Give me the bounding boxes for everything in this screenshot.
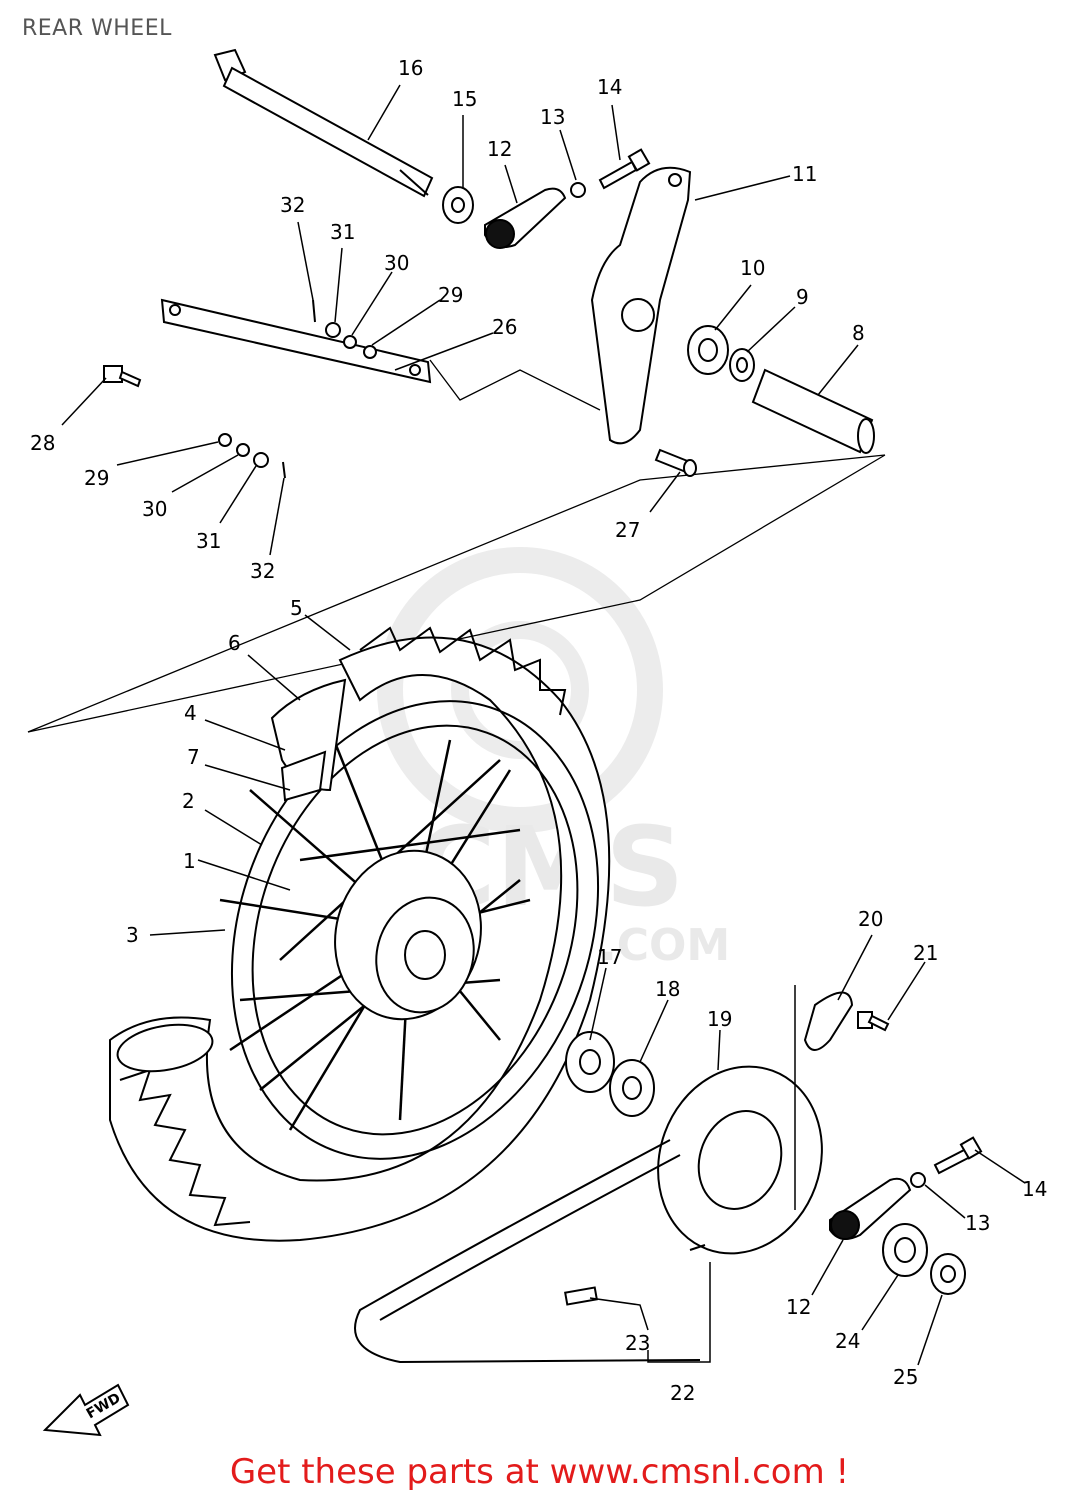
callout-labels: 16 15 12 13 14 11 32 31 30 29 26 10 9 8 … bbox=[30, 56, 1047, 1405]
valve-nut bbox=[280, 750, 327, 802]
adjuster-bolt-bottom bbox=[933, 1136, 983, 1175]
callout-8: 8 bbox=[852, 321, 865, 345]
callout-30: 30 bbox=[384, 251, 409, 275]
callout-17: 17 bbox=[597, 945, 622, 969]
page-title: REAR WHEEL bbox=[22, 16, 172, 41]
chain-joint bbox=[564, 1286, 598, 1306]
callout-4: 4 bbox=[184, 701, 197, 725]
callout-32: 32 bbox=[280, 193, 305, 217]
adjuster-nut-bottom bbox=[910, 1172, 926, 1188]
lock-washer bbox=[803, 991, 854, 1051]
drive-chain bbox=[354, 1139, 706, 1364]
callout-3: 3 bbox=[126, 923, 139, 947]
callout-15: 15 bbox=[452, 87, 477, 111]
callout-5: 5 bbox=[290, 596, 303, 620]
callout-32b: 32 bbox=[250, 559, 275, 583]
washer-top bbox=[729, 348, 755, 382]
callout-13b: 13 bbox=[965, 1211, 990, 1235]
callout-18: 18 bbox=[655, 977, 680, 1001]
adjuster-bolt-top bbox=[598, 148, 651, 190]
callout-21: 21 bbox=[913, 941, 938, 965]
torque-arm bbox=[160, 298, 432, 384]
callout-19: 19 bbox=[707, 1007, 732, 1031]
watermark-text-sub: .COM bbox=[600, 920, 730, 971]
callout-31b: 31 bbox=[196, 529, 221, 553]
callout-24: 24 bbox=[835, 1329, 860, 1353]
callout-26: 26 bbox=[492, 315, 517, 339]
axle-nut-bottom bbox=[930, 1253, 966, 1295]
bolt-27 bbox=[654, 448, 697, 477]
callout-1: 1 bbox=[183, 849, 196, 873]
callout-31: 31 bbox=[330, 220, 355, 244]
callout-14: 14 bbox=[597, 75, 622, 99]
callout-14b: 14 bbox=[1022, 1177, 1047, 1201]
fwd-arrow-icon: FWD bbox=[42, 1383, 130, 1437]
callout-16: 16 bbox=[398, 56, 423, 80]
torque-arm-bolt bbox=[103, 365, 142, 388]
bearing-top bbox=[687, 325, 729, 375]
chain-adjuster-left bbox=[484, 187, 567, 249]
callout-13: 13 bbox=[540, 105, 565, 129]
wheel-collar bbox=[882, 1223, 928, 1277]
callout-27: 27 bbox=[615, 518, 640, 542]
callout-12b: 12 bbox=[786, 1295, 811, 1319]
torque-arm-hardware bbox=[218, 299, 377, 479]
axle bbox=[213, 48, 434, 198]
collar bbox=[751, 368, 875, 454]
tube-section bbox=[116, 1023, 214, 1073]
wheel-hub bbox=[334, 849, 482, 1021]
leader-lines bbox=[61, 84, 1026, 1366]
watermark-logo: CMS .COM bbox=[377, 547, 730, 971]
callout-28: 28 bbox=[30, 431, 55, 455]
assembly-outlines bbox=[27, 359, 886, 733]
footer-link[interactable]: Get these parts at www.cmsnl.com ! bbox=[229, 1452, 850, 1492]
sprocket-bolt bbox=[857, 1011, 890, 1032]
callout-9: 9 bbox=[796, 285, 809, 309]
callout-7: 7 bbox=[187, 745, 200, 769]
axle-nut bbox=[442, 186, 474, 224]
callout-10: 10 bbox=[740, 256, 765, 280]
callout-6: 6 bbox=[228, 631, 241, 655]
chain-adjuster-right bbox=[829, 1177, 912, 1240]
callout-25: 25 bbox=[893, 1365, 918, 1389]
callout-23: 23 bbox=[625, 1331, 650, 1355]
bearing-hub-left bbox=[565, 1031, 615, 1093]
wheel-rim bbox=[230, 700, 600, 1160]
callout-11: 11 bbox=[792, 162, 817, 186]
sprocket bbox=[657, 1065, 823, 1255]
callout-22: 22 bbox=[670, 1381, 695, 1405]
callout-20: 20 bbox=[858, 907, 883, 931]
brake-stay-plate bbox=[590, 166, 692, 445]
callout-29b: 29 bbox=[84, 466, 109, 490]
tire bbox=[109, 626, 611, 1242]
callout-29: 29 bbox=[438, 283, 463, 307]
callout-12: 12 bbox=[487, 137, 512, 161]
callout-2: 2 bbox=[182, 789, 195, 813]
callout-30b: 30 bbox=[142, 497, 167, 521]
bearing-hub-right bbox=[609, 1059, 655, 1117]
adjuster-nut-top bbox=[570, 182, 586, 198]
